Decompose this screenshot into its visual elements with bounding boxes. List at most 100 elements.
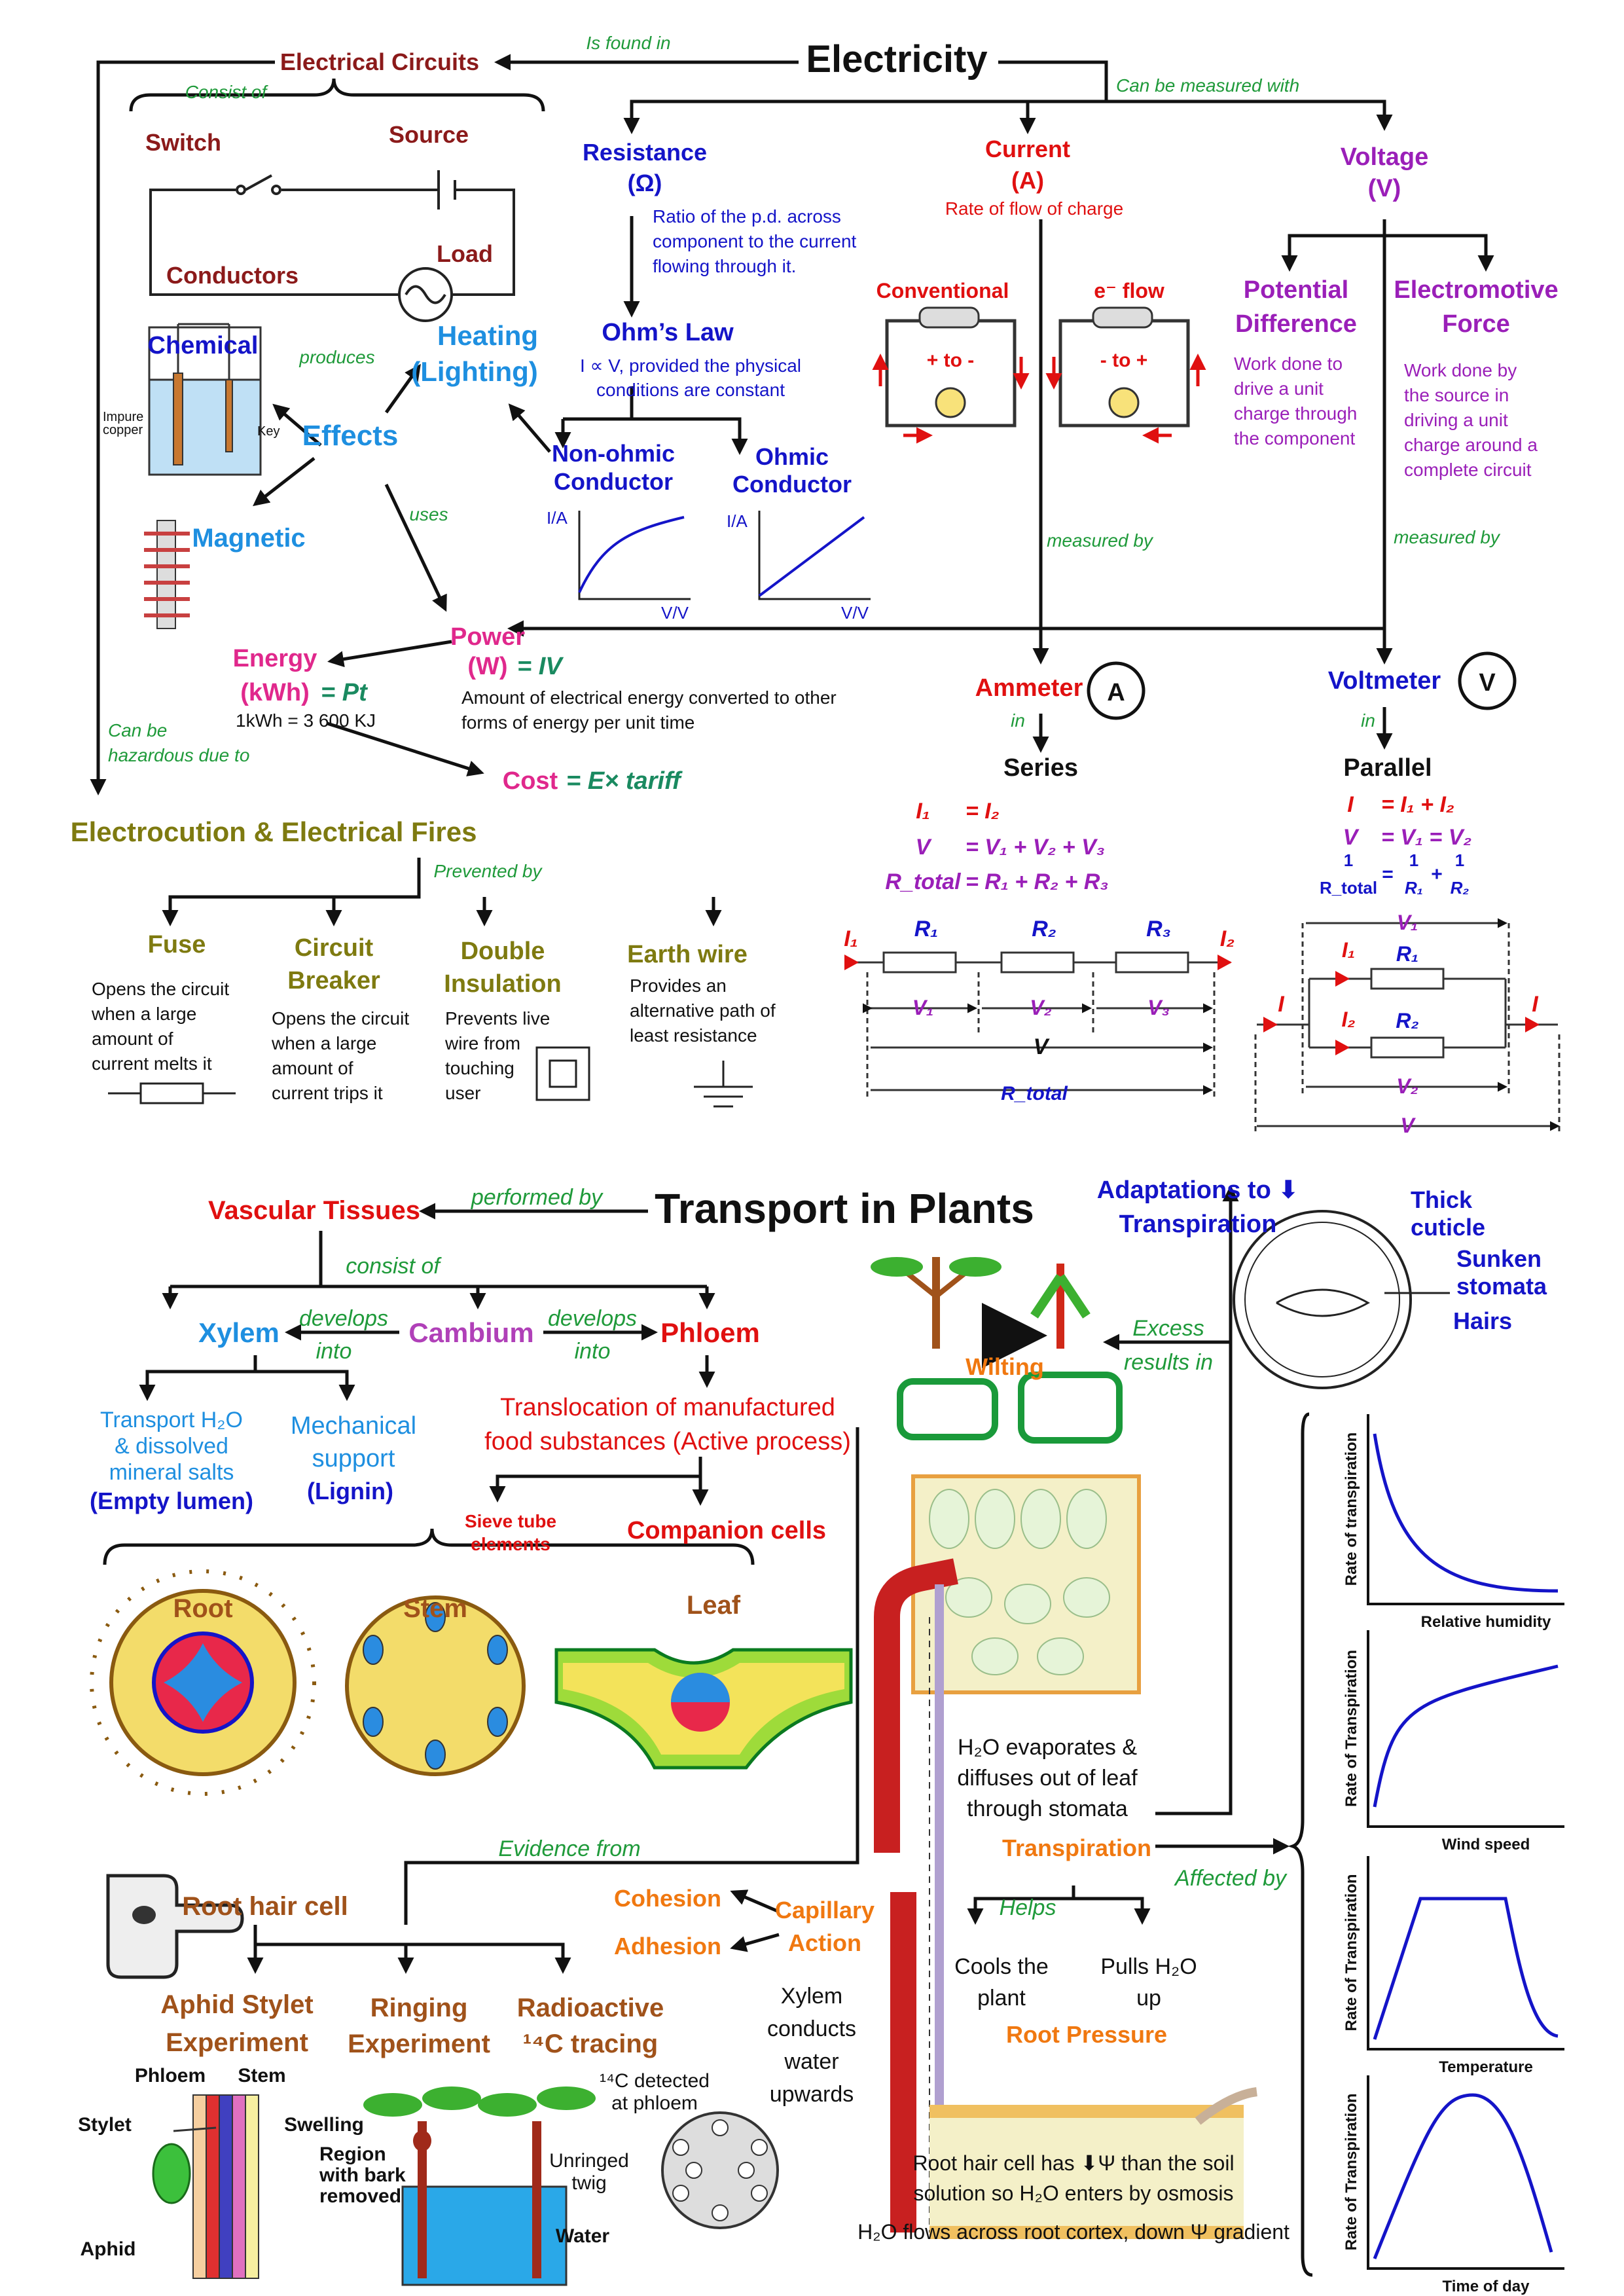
label-electricity-hazard-double-desc-1: wire from <box>444 1033 520 1053</box>
label-plants-h2o-evap-1: diffuses out of leaf <box>957 1766 1138 1791</box>
label-plants-radio-2: ¹⁴C tracing <box>523 2030 658 2058</box>
safety-symbols <box>108 1046 753 1108</box>
label-electricity-hazard-breaker-1: Circuit <box>295 934 374 962</box>
label-electricity-title: Electricity <box>806 38 987 81</box>
graph-axes-2 <box>1367 1856 1564 2050</box>
label-electricity-hazard-earth-desc-0: Provides an <box>630 975 727 996</box>
circuit-drawing <box>149 170 515 322</box>
label-electricity-ammeter-labels-i2: I₂ <box>1220 926 1235 951</box>
par-i-left: I <box>1278 992 1285 1017</box>
label-electricity-current-e-sign: - to + <box>1100 350 1148 371</box>
label-electricity-current-title: Current <box>985 136 1070 162</box>
label-electricity-current-unit: (A) <box>1011 167 1044 194</box>
label-electricity-is-found-in: Is found in <box>586 33 670 53</box>
label-electricity-voltmeter-labels-v2: V₂ <box>1396 1074 1418 1098</box>
label-electricity-voltage-emf-desc-0: Work done by <box>1404 360 1517 380</box>
label-plants-cohesion: Cohesion <box>614 1885 721 1912</box>
label-electricity-hazard-breaker-desc-1: when a large <box>271 1033 376 1053</box>
current-flow-diagrams <box>872 306 1206 444</box>
label-plants-phloem-lbl: Phloem <box>135 2065 206 2086</box>
label-plants-region-0: Region <box>319 2143 386 2165</box>
label-electricity-voltmeter-labels-r2: R₂ <box>1396 1009 1418 1032</box>
label-plants-sieve-1: elements <box>471 1534 550 1554</box>
graph-curve-0 <box>1373 1433 1559 1593</box>
label-electricity-voltage-pd-desc-1: drive a unit <box>1234 378 1324 399</box>
label-electricity-voltmeter-eq3-lhs-num: 1 <box>1344 850 1353 870</box>
stem-cross-section-icon <box>345 1595 526 1776</box>
label-electricity-hazard-breaker-desc-2: amount of <box>272 1058 353 1078</box>
label-electricity-circuits-title: Electrical Circuits <box>280 48 479 75</box>
iv-axis-y-1: I/A <box>547 508 568 528</box>
label-plants-h2o-evap-2: through stomata <box>967 1796 1128 1821</box>
label-plants-aphid-1: Aphid Stylet <box>160 1990 313 2019</box>
label-plants-sunken-0: Sunken <box>1456 1245 1542 1272</box>
eq3-one-b: 1 <box>1455 850 1464 870</box>
label-electricity-voltage-emf-2: Force <box>1442 310 1509 338</box>
iv-axis-x-1: V/V <box>661 603 689 623</box>
label-plants-excess-1: results in <box>1124 1350 1213 1375</box>
series-circuit-diagram <box>851 951 1231 1100</box>
label-electricity-resistance-non-ohmic-2: Conductor <box>554 468 673 495</box>
label-electricity-resistance-ohmic-1: Ohmic <box>755 443 829 470</box>
label-electricity-cost-formula: = E× tariff <box>566 767 683 795</box>
label-plants-wilting: Wilting <box>965 1353 1044 1380</box>
label-plants-cambium: Cambium <box>408 1317 533 1348</box>
label-electricity-resistance-ohms-desc-2: conditions are constant <box>596 380 785 400</box>
label-electricity-effects-chemical: Chemical <box>148 332 259 359</box>
label-plants-h2o-evap-0: H₂O evaporates & <box>958 1735 1137 1760</box>
label-plants-xylem-conducts-1: conducts <box>767 2016 856 2041</box>
label-electricity-effects-heating-1: Heating <box>437 320 538 351</box>
wilting-plants-icon <box>871 1257 1123 1444</box>
voltmeter-symbol-icon <box>1458 651 1517 710</box>
label-electricity-effects-heating-2: (Lighting) <box>411 356 538 387</box>
label-plants-water: Water <box>556 2225 610 2247</box>
label-electricity-voltage-pd-desc-0: Work done to <box>1234 354 1343 374</box>
label-plants-unringed-1: twig <box>571 2172 606 2194</box>
label-electricity-ammeter-series: Series <box>1003 754 1078 782</box>
label-electricity-current-conv-sign: + to - <box>927 350 975 371</box>
graph-ylabel-3: Rate of Transpiration <box>1343 2093 1360 2250</box>
xerophyte-leaf-section-icon <box>1233 1210 1450 1389</box>
label-electricity-resistance-ohms-desc-1: I ∝ V, provided the physical <box>580 355 801 376</box>
label-electricity-ammeter-labels-rt: R_total <box>1001 1083 1068 1104</box>
label-electricity-resistance-desc-0: Ratio of the p.d. across <box>653 206 841 227</box>
label-electricity-ammeter-labels-v2: V₂ <box>1030 996 1052 1019</box>
label-electricity-voltage-emf-desc-1: the source in <box>1404 385 1509 405</box>
electromagnet-icon <box>144 520 190 629</box>
label-electricity-hazard-breaker-desc-3: current trips it <box>272 1083 383 1103</box>
label-plants-phloem-desc-0: Translocation of manufactured <box>500 1394 835 1421</box>
graph-xlabel-1: Wind speed <box>1442 1836 1530 1853</box>
label-electricity-ammeter-labels-v3: V₃ <box>1147 996 1170 1019</box>
label-plants-adaptations-1: Transpiration <box>1119 1211 1277 1238</box>
label-plants-ringing-2: Experiment <box>348 2030 490 2058</box>
label-plants-flows: H₂O flows across root cortex, down Ψ gra… <box>857 2220 1290 2244</box>
label-electricity-voltage-pd-1: Potential <box>1244 276 1348 304</box>
label-plants-xylem-1-2: mineral salts <box>109 1460 234 1485</box>
label-plants-helps: Helps <box>1000 1895 1056 1920</box>
label-electricity-hazard-fuse-desc-0: Opens the circuit <box>92 979 229 999</box>
label-electricity-power-unit: (W) <box>467 653 507 680</box>
label-electricity-ammeter-labels-r2: R₂ <box>1032 917 1056 941</box>
label-electricity-hazard-label-2: hazardous due to <box>108 745 249 765</box>
label-plants-xylem-conducts-3: upwards <box>770 2082 854 2107</box>
leaf-cross-section-icon <box>554 1648 853 1770</box>
label-electricity-cost-title: Cost <box>503 767 558 795</box>
label-electricity-voltage-unit: (V) <box>1368 175 1401 202</box>
par-i-right: I <box>1532 992 1539 1017</box>
label-plants-c14-0: ¹⁴C detected <box>600 2070 710 2092</box>
label-electricity-energy-title: Energy <box>233 645 317 672</box>
label-electricity-hazard-fuse-desc-1: when a large <box>91 1004 196 1024</box>
label-electricity-effects-title: Effects <box>302 420 399 452</box>
label-electricity-ammeter-eq-1-0: V <box>916 835 933 860</box>
label-plants-radio-1: Radioactive <box>517 1994 664 2022</box>
label-electricity-hazard-breaker-desc-0: Opens the circuit <box>272 1008 409 1029</box>
label-electricity-hazard-double-desc-3: user <box>445 1083 480 1103</box>
label-electricity-ammeter-eq-2-1: = R₁ + R₂ + R₃ <box>965 869 1109 894</box>
label-plants-root: Root <box>173 1594 232 1623</box>
label-electricity-voltage-emf-1: Electromotive <box>1394 276 1558 304</box>
label-plants-capillary-0: Capillary <box>775 1897 875 1923</box>
label-electricity-voltmeter-eq-0-1: = I₁ + I₂ <box>1381 792 1454 817</box>
label-electricity-hazard-breaker-2: Breaker <box>287 967 380 994</box>
label-electricity-voltmeter-eq-1-1: = V₁ = V₂ <box>1381 825 1471 850</box>
label-plants-xylem-2b: (Lignin) <box>307 1478 393 1504</box>
